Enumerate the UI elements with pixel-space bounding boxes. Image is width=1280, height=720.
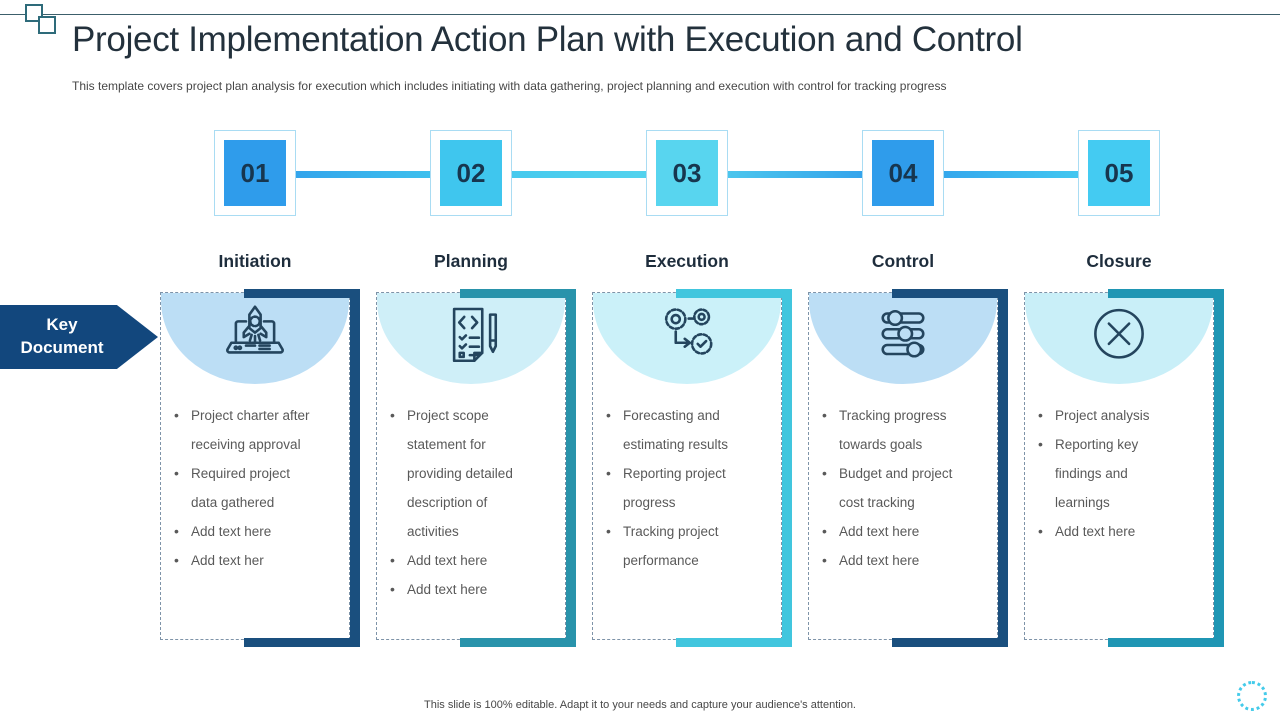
list-item: •Project scope statement for providing d… — [390, 407, 513, 539]
step-number: 05 — [1104, 157, 1134, 188]
checklist-pencil-icon — [452, 307, 498, 363]
process-gears-icon — [664, 308, 713, 355]
list-item: •Project charter after receiving approva… — [174, 407, 310, 452]
card-icon-area — [377, 293, 565, 384]
step-02-box: 02 — [430, 130, 512, 216]
list-item: •Reporting project progress — [606, 465, 726, 510]
bullet-list: •Project scope statement for providing d… — [377, 401, 565, 604]
card-initiation: •Project charter after receiving approva… — [160, 289, 360, 647]
bullet-list: •Project analysis •Reporting key finding… — [1025, 401, 1213, 546]
bullet-list: •Project charter after receiving approva… — [161, 401, 349, 575]
bullet-list: •Forecasting and estimating results •Rep… — [593, 401, 781, 575]
page-title: Project Implementation Action Plan with … — [72, 20, 1023, 59]
step-number-row: 01 02 03 04 05 — [160, 130, 1214, 216]
list-item: •Add text here — [1038, 523, 1136, 539]
step-label-row: Initiation Planning Execution Control Cl… — [160, 251, 1214, 272]
bullet-list: •Tracking progress towards goals •Budget… — [809, 401, 997, 575]
card-icon-area — [593, 293, 781, 384]
card-accent — [243, 289, 360, 298]
list-item: •Add text here — [390, 552, 488, 568]
card-accent — [350, 289, 360, 647]
list-item: •Forecasting and estimating results — [606, 407, 729, 452]
card-accent — [675, 289, 792, 298]
card-accent — [1107, 638, 1224, 647]
step-number: 04 — [888, 157, 918, 188]
list-item: •Required project data gathered — [174, 465, 291, 510]
list-item: •Tracking project performance — [606, 523, 719, 568]
sliders-icon — [881, 309, 925, 358]
step-label-initiation: Initiation — [218, 251, 292, 271]
card-accent — [891, 638, 1008, 647]
list-item: •Tracking progress towards goals — [822, 407, 947, 452]
list-item: •Add text here — [390, 581, 488, 597]
card-icon-area — [161, 293, 349, 384]
list-item: •Add text here — [174, 523, 272, 539]
top-rule-line — [0, 14, 1280, 15]
card-icon-area — [809, 293, 997, 384]
step-04-box: 04 — [862, 130, 944, 216]
card-execution: •Forecasting and estimating results •Rep… — [592, 289, 792, 647]
card-row: •Project charter after receiving approva… — [160, 289, 1224, 647]
step-05-box: 05 — [1078, 130, 1160, 216]
step-label-closure: Closure — [1086, 251, 1152, 271]
step-label-planning: Planning — [434, 251, 508, 271]
page-subtitle: This template covers project plan analys… — [72, 79, 947, 93]
card-icon-area — [1025, 293, 1213, 384]
step-label-control: Control — [871, 251, 935, 271]
card-accent — [566, 289, 576, 647]
card-accent — [1107, 289, 1224, 298]
card-accent — [1214, 289, 1224, 647]
step-number: 02 — [456, 157, 486, 188]
card-control: •Tracking progress towards goals •Budget… — [808, 289, 1008, 647]
footer-note: This slide is 100% editable. Adapt it to… — [424, 699, 856, 711]
card-accent — [998, 289, 1008, 647]
step-label-execution: Execution — [645, 251, 729, 271]
list-item: •Add text here — [822, 523, 920, 539]
card-planning: •Project scope statement for providing d… — [376, 289, 576, 647]
card-accent — [891, 289, 1008, 298]
dotted-circle-decoration — [1237, 681, 1267, 711]
laptop-rocket-icon — [226, 305, 284, 354]
list-item: •Project analysis — [1038, 407, 1150, 423]
card-accent — [459, 638, 576, 647]
step-number: 03 — [672, 157, 702, 188]
list-item: •Budget and project cost tracking — [822, 465, 953, 510]
card-accent — [675, 638, 792, 647]
step-01-box: 01 — [214, 130, 296, 216]
card-accent — [459, 289, 576, 298]
close-circle-icon — [1094, 308, 1144, 359]
card-accent — [782, 289, 792, 647]
key-document-label: Key Document — [20, 315, 104, 357]
card-accent — [243, 638, 360, 647]
step-03-box: 03 — [646, 130, 728, 216]
key-document-banner: Key Document — [0, 305, 158, 369]
overlap-squares-icon — [38, 16, 56, 34]
list-item: •Add text her — [174, 552, 264, 568]
card-closure: •Project analysis •Reporting key finding… — [1024, 289, 1224, 647]
step-number: 01 — [240, 157, 270, 188]
list-item: •Reporting key findings and learnings — [1038, 436, 1139, 510]
list-item: •Add text here — [822, 552, 920, 568]
